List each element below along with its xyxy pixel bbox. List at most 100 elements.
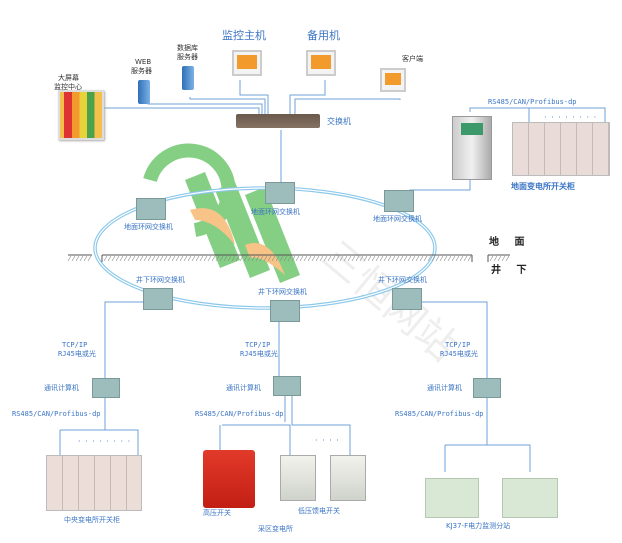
surface-substation-title: 地面变电所开关柜 [511, 182, 575, 191]
hatch-mark [299, 255, 304, 262]
hatch-mark [351, 255, 356, 262]
monitor-host-label: 监控主机 [222, 29, 266, 42]
hatch-mark [331, 255, 336, 262]
hatch-mark [501, 255, 506, 262]
branch-3-link-1: TCP/IP [445, 341, 471, 349]
hatch-mark [455, 255, 460, 262]
hatch-mark [239, 255, 244, 262]
hatch-mark [159, 255, 164, 262]
hatch-mark [327, 255, 332, 262]
hatch-mark [489, 255, 494, 262]
hatch-mark [505, 255, 510, 262]
hatch-mark [451, 255, 456, 262]
surface-control-cabinet [452, 116, 492, 180]
underground-ring-switch-2 [270, 300, 300, 322]
branch-1-dots: · · · · · · · · [78, 437, 132, 446]
comm-computer-2 [273, 376, 301, 396]
hatch-mark [87, 255, 92, 262]
web-server-label-2: 服务器 [131, 67, 152, 75]
hatch-mark [267, 255, 272, 262]
hatch-mark [115, 255, 120, 262]
branch-3-comm-label: 通讯计算机 [427, 384, 462, 392]
hatch-mark [275, 255, 280, 262]
hatch-mark [287, 255, 292, 262]
hatch-mark [431, 255, 436, 262]
hatch-mark [443, 255, 448, 262]
hatch-mark [303, 255, 308, 262]
hatch-mark [163, 255, 168, 262]
hatch-mark [155, 255, 160, 262]
hatch-mark [359, 255, 364, 262]
hatch-mark [347, 255, 352, 262]
ground-hatching [67, 255, 510, 262]
hatch-mark [67, 255, 72, 262]
watermark-logo [143, 143, 300, 283]
surface-dots: · · · · · · · · [544, 113, 598, 122]
hatch-mark [259, 255, 264, 262]
hatch-mark [383, 255, 388, 262]
hatch-mark [119, 255, 124, 262]
lv-switch-label: 低压馈电开关 [298, 507, 340, 515]
surface-ring-switch-1 [136, 198, 166, 220]
hatch-mark [493, 255, 498, 262]
hatch-mark [235, 255, 240, 262]
hatch-mark [367, 255, 372, 262]
hatch-mark [271, 255, 276, 262]
surface-ring-switch-label-3: 地面环网交换机 [373, 215, 422, 223]
hatch-mark [339, 255, 344, 262]
hatch-mark [227, 255, 232, 262]
hatch-mark [375, 255, 380, 262]
hatch-mark [231, 255, 236, 262]
hatch-mark [203, 255, 208, 262]
hatch-mark [111, 255, 116, 262]
hatch-mark [187, 255, 192, 262]
branch-1-link-1: TCP/IP [62, 341, 88, 349]
underground-ring-switch-label-3: 井下环网交换机 [378, 276, 427, 284]
branch-2-link-1: TCP/IP [245, 341, 271, 349]
db-server-label-1: 数据库 [177, 44, 198, 52]
branch-2-dots: · · · · [315, 436, 340, 445]
hatch-mark [291, 255, 296, 262]
hatch-mark [215, 255, 220, 262]
hatch-mark [83, 255, 88, 262]
db-server-label-2: 服务器 [177, 53, 198, 61]
hatch-mark [107, 255, 112, 262]
hatch-mark [371, 255, 376, 262]
hatch-mark [143, 255, 148, 262]
hatch-mark [463, 255, 468, 262]
surface-bus-label: RS485/CAN/Profibus-dp [488, 98, 577, 106]
hatch-mark [263, 255, 268, 262]
underground-ring-switch-label-1: 井下环网交换机 [136, 276, 185, 284]
surface-switchgear [512, 122, 610, 176]
big-screen-label-2: 监控中心 [54, 83, 82, 91]
comm-computer-3 [473, 378, 501, 398]
hatch-mark [219, 255, 224, 262]
hatch-mark [207, 255, 212, 262]
ground-below-label: 井 下 [491, 265, 533, 276]
hatch-mark [307, 255, 312, 262]
hatch-mark [311, 255, 316, 262]
hatch-mark [223, 255, 228, 262]
hatch-mark [315, 255, 320, 262]
ground-above-label: 地 面 [489, 237, 531, 248]
monitoring-substation-1 [425, 478, 479, 518]
hatch-mark [247, 255, 252, 262]
hatch-mark [427, 255, 432, 262]
hatch-mark [71, 255, 76, 262]
big-screen-display [58, 90, 104, 140]
hatch-mark [175, 255, 180, 262]
hatch-mark [403, 255, 408, 262]
hatch-mark [391, 255, 396, 262]
big-screen-label-1: 大屏幕 [58, 74, 79, 82]
hatch-mark [123, 255, 128, 262]
hatch-mark [399, 255, 404, 262]
hatch-mark [387, 255, 392, 262]
surface-ring-switch-label-1: 地面环网交换机 [124, 223, 173, 231]
hatch-mark [283, 255, 288, 262]
hatch-mark [151, 255, 156, 262]
branch-1-bus-label: RS485/CAN/Profibus-dp [12, 410, 101, 418]
branch-1-link-2: RJ45电或光 [58, 350, 96, 358]
branch-2-link-2: RJ45电或光 [240, 350, 278, 358]
branch-2-comm-label: 通讯计算机 [226, 384, 261, 392]
